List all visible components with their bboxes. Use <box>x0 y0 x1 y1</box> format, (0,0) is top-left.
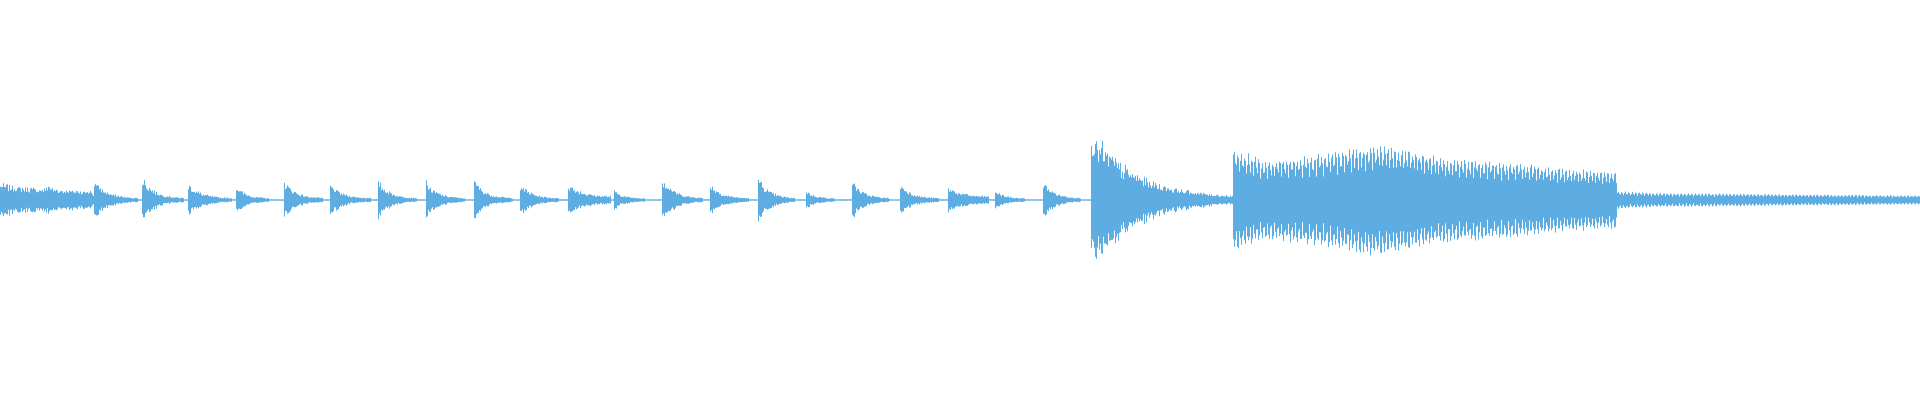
waveform-path <box>0 140 1920 259</box>
